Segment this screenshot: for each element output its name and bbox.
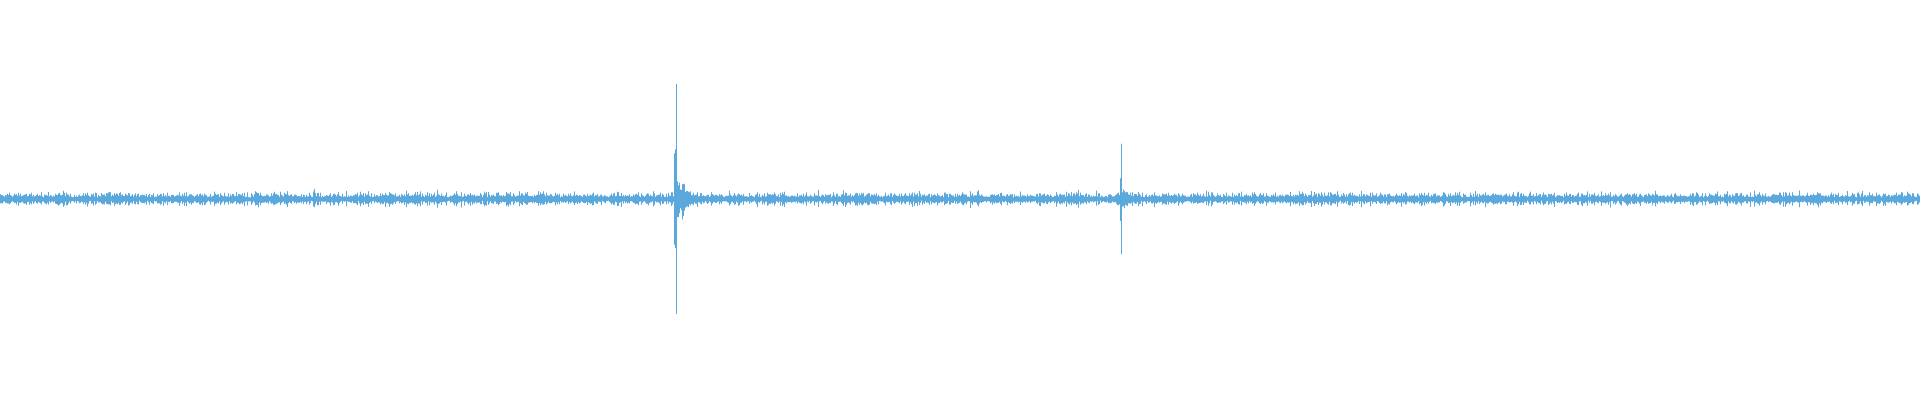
waveform-samples [0, 149, 1920, 248]
waveform-trace [0, 84, 1920, 314]
